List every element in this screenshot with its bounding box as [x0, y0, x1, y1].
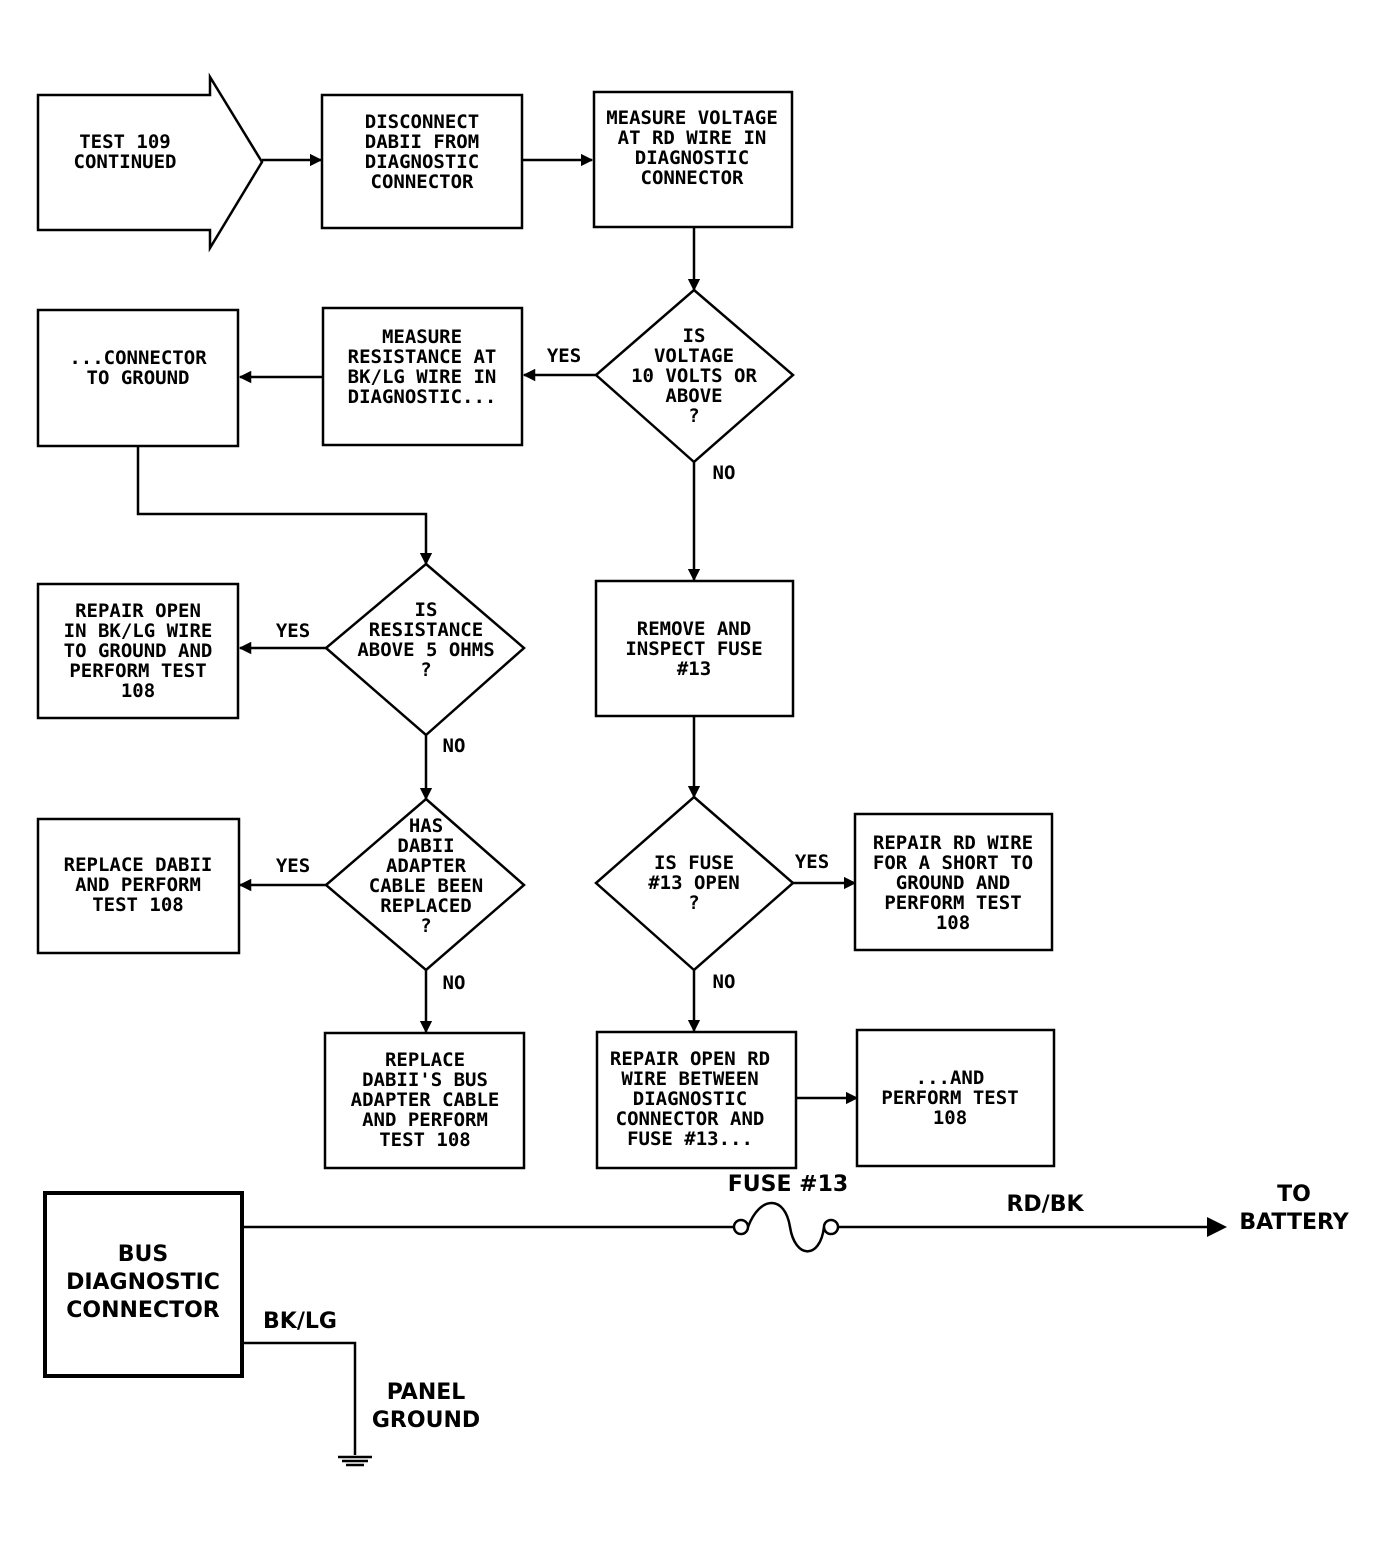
replace-cable-box — [323, 1031, 526, 1170]
fuse-symbol — [746, 1201, 826, 1253]
bk-lg-wire — [242, 1341, 357, 1455]
yes-resistance: YES — [276, 620, 310, 642]
remove-fuse-box — [594, 579, 795, 718]
fuse-terminal-left — [732, 1218, 750, 1236]
repair-bklg-box — [36, 582, 240, 720]
q-voltage-diamond — [594, 288, 795, 464]
q-resistance-diamond — [324, 562, 526, 737]
repair-open-rd-box — [595, 1030, 798, 1170]
q-fuse-label: IS FUSE#13 OPEN? — [648, 852, 740, 914]
fuse-terminal-right — [822, 1218, 840, 1236]
yes-adapter: YES — [276, 855, 310, 877]
measure-resistance-box — [321, 306, 524, 447]
yes-fuse: YES — [795, 851, 829, 873]
no-resistance: NO — [443, 735, 466, 757]
ground-symbol — [338, 1455, 372, 1467]
perform-108-box — [855, 1028, 1056, 1168]
no-fuse: NO — [713, 971, 736, 993]
repair-short-box — [853, 812, 1054, 952]
bk-lg-label: BK/LG — [263, 1309, 337, 1334]
disconnect-box — [320, 93, 524, 230]
connector-lines — [136, 153, 859, 1105]
fuse-13-label: FUSE #13 — [728, 1172, 848, 1197]
q-fuse-diamond — [594, 795, 795, 972]
q-adapter-diamond — [324, 797, 526, 972]
rd-bk-label: RD/BK — [1006, 1192, 1084, 1217]
to-battery-arrowhead — [1207, 1217, 1227, 1237]
circuit — [43, 1191, 1227, 1467]
yes-voltage: YES — [547, 345, 581, 367]
measure-voltage-box — [592, 90, 794, 229]
replace-dabii-box — [36, 817, 241, 955]
start-arrow-shape — [36, 72, 264, 253]
arrow-connector-qresistance — [136, 447, 433, 566]
connector-ground-box — [36, 308, 240, 448]
no-voltage: NO — [713, 462, 736, 484]
bus-connector-box — [43, 1191, 244, 1378]
no-adapter: NO — [443, 972, 466, 994]
